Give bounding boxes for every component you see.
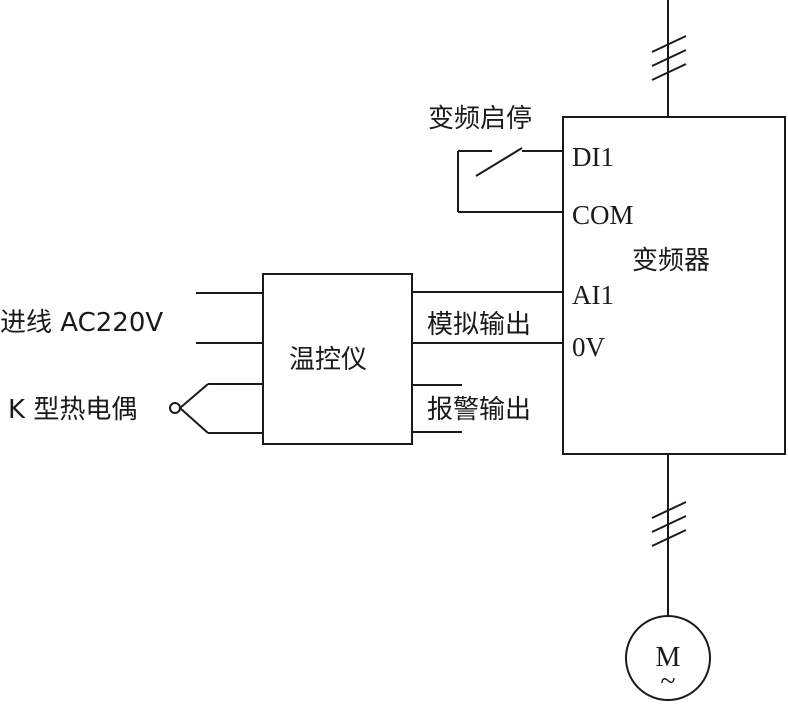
analog-output-wires [412,291,563,344]
thermocouple-label: K 型热电偶 [8,395,137,425]
start-stop-label: 变频启停 [428,104,532,134]
power-input-label: 进线 AC220V [0,308,163,338]
terminal-com-label: COM [572,200,634,230]
alarm-output-label: 报警输出 [427,395,531,425]
motor-ac-symbol: ~ [660,666,675,697]
analog-output-label: 模拟输出 [427,310,531,340]
temperature-controller-box [262,273,413,445]
terminal-0v-label: 0V [572,332,606,362]
start-stop-switch [457,147,563,213]
vfd-box [562,116,786,455]
motor-feed-line [651,454,687,617]
thermocouple-junction-icon [169,402,181,414]
motor-icon [625,615,711,701]
temperature-controller-label: 温控仪 [289,345,367,375]
terminal-di1-label: DI1 [572,142,614,172]
vfd-supply-line [651,0,687,117]
terminal-ai1-label: AI1 [572,280,614,310]
vfd-name-label: 变频器 [632,246,710,276]
thermocouple-wires [169,383,263,434]
power-input-wires [196,292,263,344]
motor-letter-label: M [656,642,681,673]
alarm-output-wires [412,384,462,433]
